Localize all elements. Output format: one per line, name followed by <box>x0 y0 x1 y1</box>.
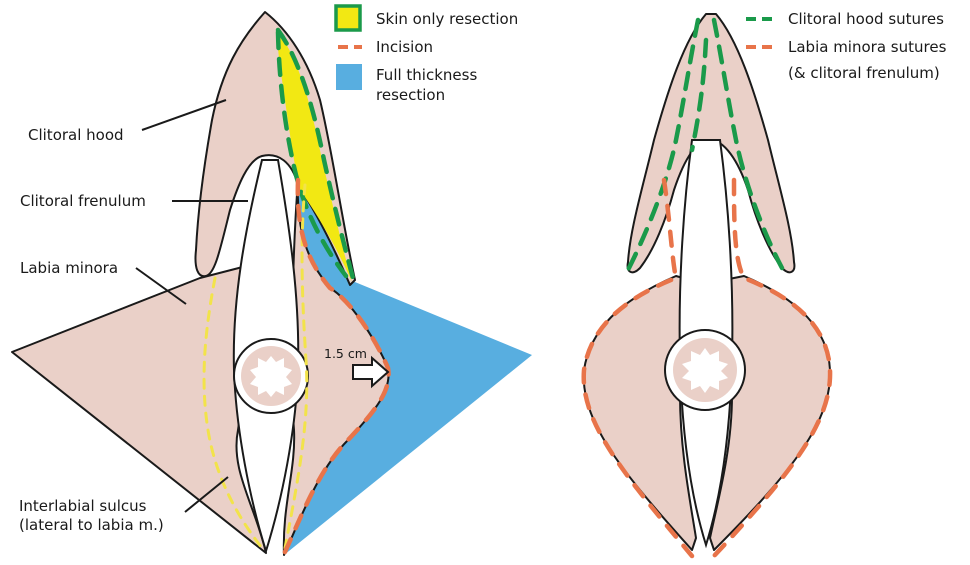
right-diagram <box>584 14 830 556</box>
label-clitoral-hood: Clitoral hood <box>28 126 124 144</box>
legend-full-thickness-label: Full thickness <box>376 66 477 84</box>
right-legend: Clitoral hood sutures Labia minora sutur… <box>746 10 947 82</box>
label-clitoral-frenulum: Clitoral frenulum <box>20 192 146 210</box>
legend-labia-sutures-label: Labia minora sutures <box>788 38 947 56</box>
left-legend: Skin only resection Incision Full thickn… <box>336 6 518 104</box>
legend-full-thickness-swatch <box>336 64 362 90</box>
legend-incision-label: Incision <box>376 38 433 56</box>
legend-skin-only-label: Skin only resection <box>376 10 518 28</box>
measurement-label: 1.5 cm <box>324 346 367 361</box>
legend-skin-only-swatch <box>336 6 360 30</box>
label-labia-minora: Labia minora <box>20 259 118 277</box>
label-interlabial-sulcus: Interlabial sulcus <box>19 497 147 515</box>
legend-full-thickness-label-2: resection <box>376 86 445 104</box>
label-interlabial-sulcus-sub: (lateral to labia m.) <box>19 516 164 534</box>
legend-hood-sutures-label: Clitoral hood sutures <box>788 10 944 28</box>
legend-labia-sutures-label-2: (& clitoral frenulum) <box>788 64 940 82</box>
left-diagram: 1.5 cm Clitoral hood Clitoral frenulum L… <box>12 12 532 555</box>
